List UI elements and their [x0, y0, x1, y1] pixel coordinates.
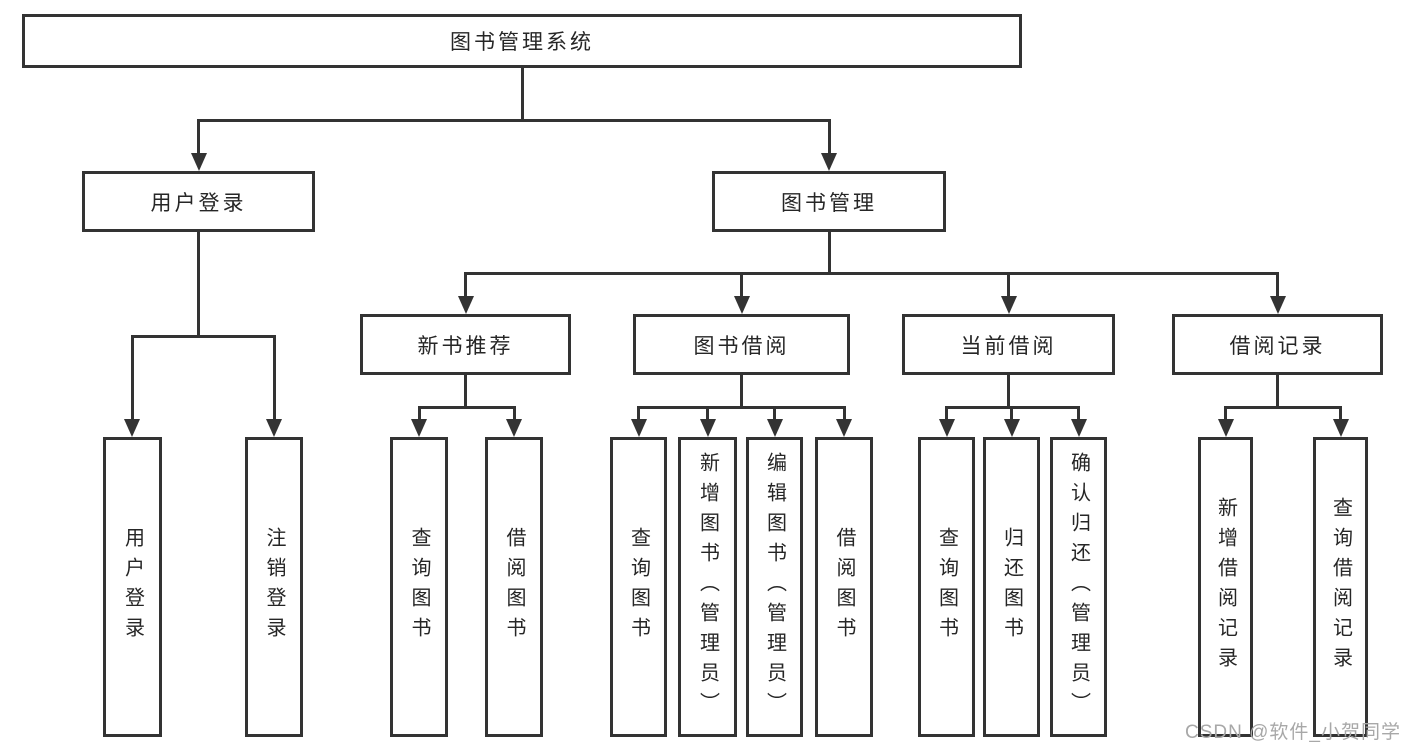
connector-line: [1339, 407, 1342, 427]
arrowhead-icon: [836, 419, 852, 437]
node-label: 新书推荐: [417, 334, 514, 358]
leaf-query-books-3: 查询图书: [918, 437, 975, 737]
arrowhead-icon: [411, 419, 427, 437]
connector-line: [1007, 375, 1010, 407]
leaf-query-books-2: 查询图书: [610, 437, 667, 737]
node-book-borrow: 图书借阅: [633, 314, 850, 375]
arrowhead-icon: [124, 419, 140, 437]
node-user-login: 用户登录: [82, 171, 315, 232]
connector-line: [827, 120, 831, 161]
connector-line: [740, 375, 743, 407]
node-library-system: 图书管理系统: [22, 14, 1022, 68]
connector-line: [417, 407, 421, 427]
connector-line: [130, 334, 276, 338]
arrowhead-icon: [1217, 419, 1234, 437]
arrowhead-icon: [733, 296, 750, 314]
connector-line: [464, 271, 1279, 275]
connector-line: [417, 405, 516, 409]
node-label: 查询图书: [627, 527, 650, 647]
connector-line: [637, 405, 846, 409]
leaf-query-books-1: 查询图书: [390, 437, 448, 737]
node-book-management: 图书管理: [712, 171, 946, 232]
node-label: 新增图书（管理员）: [696, 452, 719, 722]
arrowhead-icon: [699, 419, 716, 437]
leaf-borrow-books-1: 借阅图书: [485, 437, 543, 737]
leaf-logout: 注销登录: [245, 437, 303, 737]
arrowhead-icon: [1070, 419, 1087, 437]
node-label: 用户登录: [121, 527, 144, 647]
leaf-return-books: 归还图书: [983, 437, 1040, 737]
connector-line: [464, 273, 467, 304]
connector-line: [827, 232, 831, 273]
node-label: 当前借阅: [960, 334, 1057, 358]
connector-line: [1276, 273, 1279, 304]
arrowhead-icon: [766, 419, 783, 437]
connector-line: [520, 68, 524, 120]
connector-line: [197, 120, 200, 161]
node-current-borrow: 当前借阅: [902, 314, 1115, 375]
arrowhead-icon: [821, 153, 837, 171]
arrowhead-icon: [1003, 419, 1020, 437]
arrowhead-icon: [938, 419, 955, 437]
node-label: 查询图书: [935, 527, 958, 647]
connector-line: [1224, 407, 1227, 427]
node-label: 注销登录: [263, 527, 285, 647]
connector-line: [706, 407, 709, 427]
leaf-edit-books-admin: 编辑图书（管理员）: [746, 437, 803, 737]
node-label: 借阅图书: [503, 527, 525, 647]
connector-line: [512, 407, 516, 427]
leaf-add-books-admin: 新增图书（管理员）: [678, 437, 737, 737]
node-label: 用户登录: [150, 191, 247, 215]
node-label: 图书管理: [781, 191, 877, 215]
node-label: 查询图书: [408, 527, 430, 647]
node-label: 借阅记录: [1229, 334, 1326, 358]
arrowhead-icon: [190, 153, 207, 171]
connector-line: [773, 407, 776, 427]
arrowhead-icon: [266, 419, 282, 437]
node-borrow-records: 借阅记录: [1172, 314, 1383, 375]
arrowhead-icon: [1332, 419, 1349, 437]
node-label: 查询借阅记录: [1329, 497, 1352, 677]
connector-line: [637, 407, 640, 427]
node-label: 图书借阅: [693, 334, 790, 358]
connector-line: [842, 407, 846, 427]
connector-line: [1077, 407, 1080, 427]
leaf-add-borrow-record: 新增借阅记录: [1198, 437, 1253, 737]
connector-line: [1276, 375, 1279, 407]
leaf-borrow-books-2: 借阅图书: [815, 437, 873, 737]
connector-line: [1010, 407, 1013, 427]
arrowhead-icon: [506, 419, 522, 437]
connector-line: [197, 232, 200, 336]
arrowhead-icon: [457, 296, 474, 314]
arrowhead-icon: [1269, 296, 1286, 314]
csdn-watermark: CSDN @软件_小贺同学: [1185, 722, 1401, 743]
arrowhead-icon: [1000, 296, 1017, 314]
connector-line: [464, 375, 467, 407]
node-label: 确认归还（管理员）: [1067, 452, 1090, 722]
connector-line: [945, 407, 948, 427]
arrowhead-icon: [630, 419, 647, 437]
connector-line: [272, 336, 276, 427]
node-new-book-recommend: 新书推荐: [360, 314, 571, 375]
connector-line: [740, 273, 743, 304]
node-label: 编辑图书（管理员）: [763, 452, 786, 722]
connector-line: [1224, 405, 1342, 409]
connector-line: [197, 118, 831, 122]
node-label: 归还图书: [1000, 527, 1023, 647]
leaf-query-borrow-record: 查询借阅记录: [1313, 437, 1368, 737]
node-label: 借阅图书: [833, 527, 855, 647]
node-label: 图书管理系统: [450, 31, 594, 54]
connector-line: [1007, 273, 1010, 304]
leaf-confirm-return-admin: 确认归还（管理员）: [1050, 437, 1107, 737]
leaf-user-login: 用户登录: [103, 437, 162, 737]
node-label: 新增借阅记录: [1214, 497, 1237, 677]
connector-line: [130, 336, 134, 427]
